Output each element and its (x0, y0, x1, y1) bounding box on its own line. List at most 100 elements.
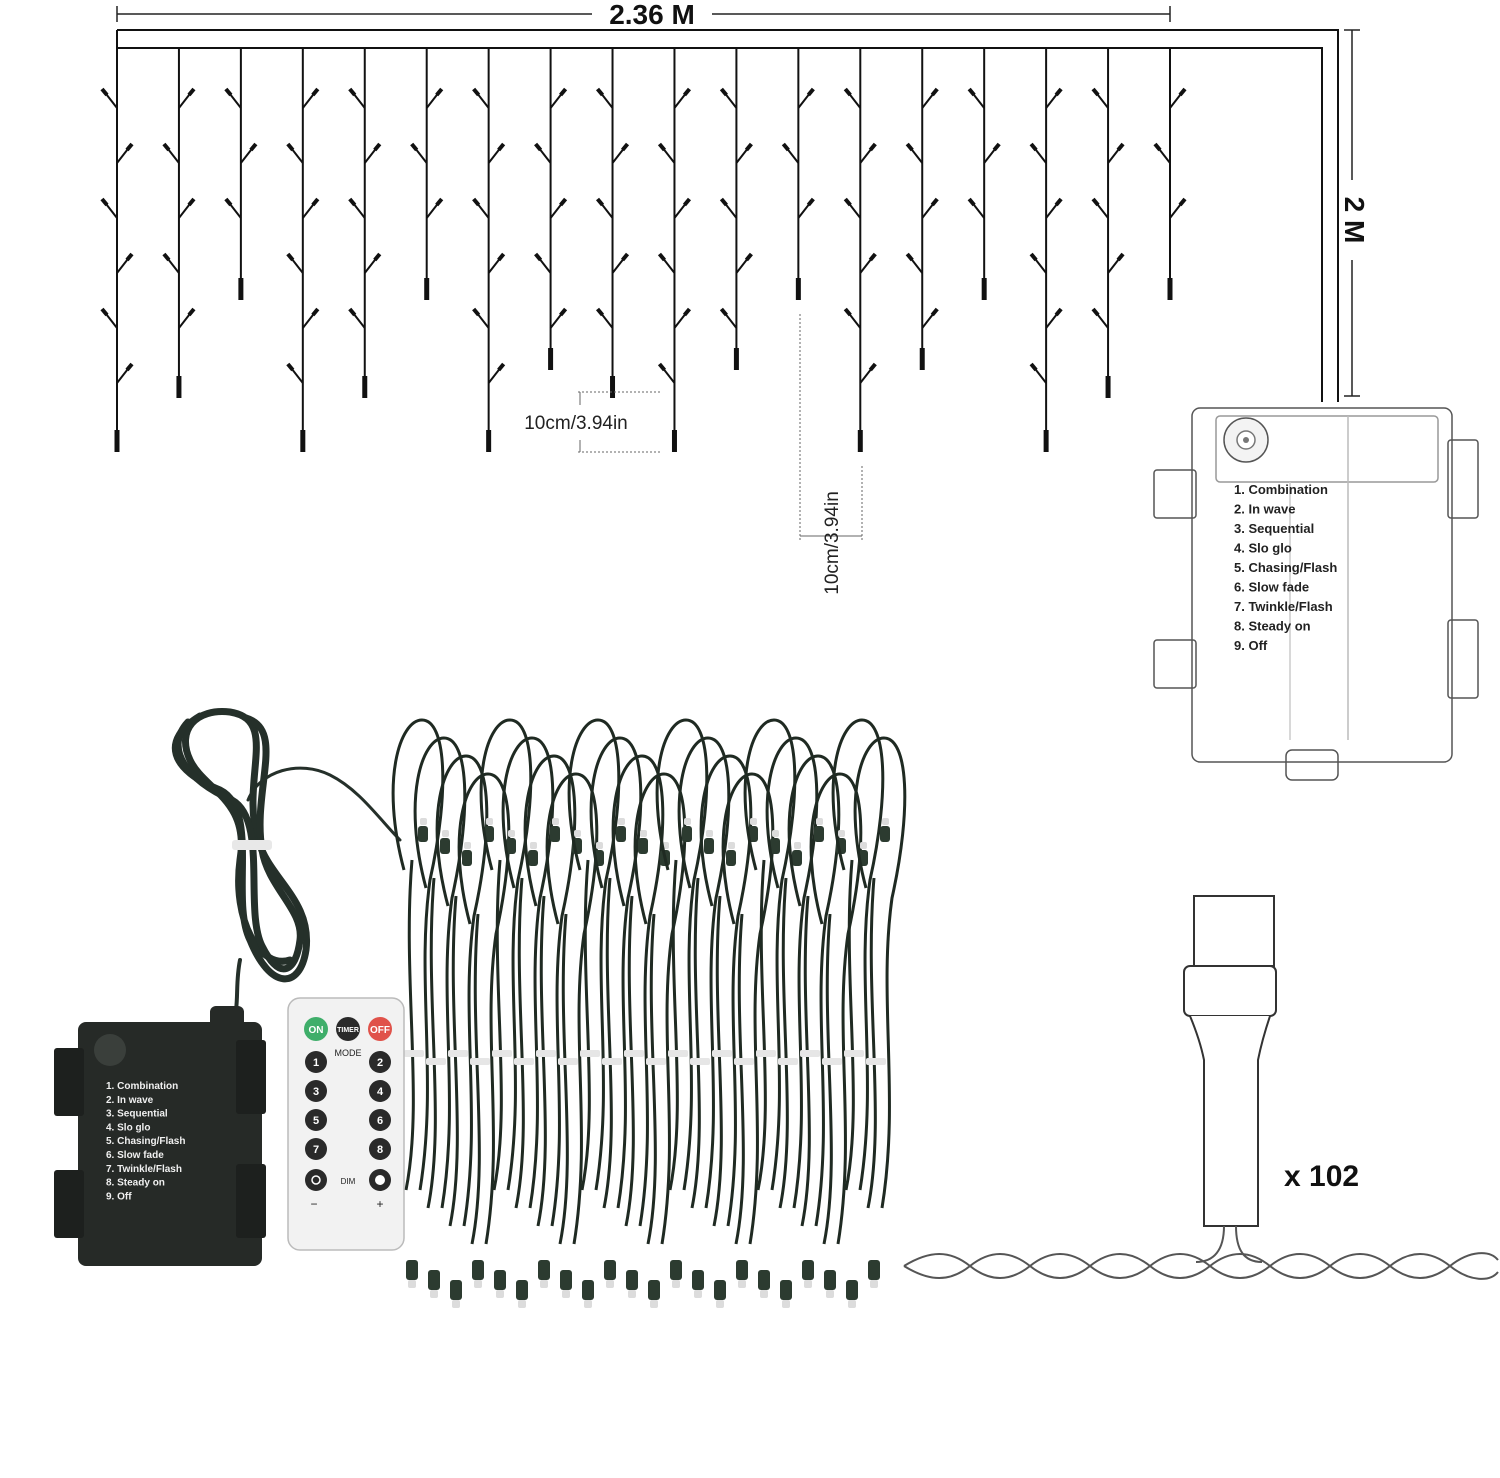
led-bulb-detail (903, 895, 1499, 1280)
battery-box-mode-list: 1. Combination 2. In wave 3. Sequential 4. … (1234, 482, 1337, 653)
power-button-icon (1223, 417, 1269, 463)
icicle-curtain-diagram: 2.36 M 2 M 10cm/3.94in (100, 0, 1370, 595)
box-mode-item: 4. Slo glo (1234, 541, 1292, 556)
icicle-drop (286, 48, 320, 452)
remote-mode-label: MODE (335, 1048, 362, 1058)
svg-text:7: 7 (313, 1144, 319, 1156)
remote-key-7: 7 (305, 1138, 327, 1160)
icicle-drop (905, 48, 939, 370)
led-strand (523, 754, 577, 1288)
led-strand (831, 718, 885, 1308)
svg-text:2: 2 (377, 1057, 383, 1069)
icicle-drop (534, 48, 568, 370)
photo-mode-item: 7. Twinkle/Flash (106, 1164, 182, 1175)
box-mode-item: 2. In wave (1234, 502, 1295, 517)
remote-key-2: 2 (369, 1051, 391, 1073)
remote-dim-minus-icon (305, 1169, 327, 1191)
icicle-drop (595, 48, 630, 398)
icicle-drop (1091, 48, 1125, 398)
battery-box-outline: 1. Combination 2. In wave 3. Sequential 4. … (1153, 407, 1479, 781)
remote-key-8: 8 (369, 1138, 391, 1160)
icicle-drop (843, 48, 877, 452)
icicle-drop (100, 48, 134, 452)
spacing-callout-horizontal (578, 391, 660, 453)
led-strand (391, 718, 445, 1288)
icicle-drop (1153, 48, 1187, 300)
photo-mode-item: 8. Steady on (106, 1178, 165, 1189)
battery-box-photo-modes: 1. Combination 2. In wave 3. Sequential 4. … (106, 1081, 185, 1202)
led-count-label: x 102 (1284, 1160, 1359, 1193)
icicle-drop (657, 48, 692, 452)
remote-off-button: OFF (368, 1017, 392, 1041)
led-strand (567, 718, 621, 1308)
spacing-label-vertical: 10cm/3.94in (822, 491, 843, 595)
led-strand (853, 736, 907, 1288)
lead-wire-coil (171, 708, 402, 1012)
svg-text:OFF: OFF (370, 1025, 390, 1036)
led-strand (413, 736, 467, 1298)
box-mode-item: 5. Chasing/Flash (1234, 560, 1337, 575)
svg-text:1: 1 (313, 1057, 319, 1069)
cable-tie (232, 840, 272, 850)
spacing-callout-vertical (799, 314, 863, 540)
led-strand (611, 754, 665, 1298)
svg-text:3: 3 (313, 1086, 319, 1098)
remote-timer-button: TIMER (336, 1017, 360, 1041)
led-wire-twist (903, 1252, 1499, 1280)
remote-dim-plus-icon (369, 1169, 391, 1191)
icicle-drop (781, 48, 815, 300)
box-mode-item: 9. Off (1234, 638, 1268, 653)
remote-key-4: 4 (369, 1080, 391, 1102)
led-wire-bundle (391, 718, 907, 1308)
photo-mode-item: 4. Slo glo (106, 1122, 150, 1133)
top-wire-bar (116, 29, 1339, 402)
remote-plus-label: + (376, 1197, 383, 1211)
icicle-drop (1029, 48, 1063, 452)
led-strand (787, 754, 841, 1288)
photo-mode-item: 6. Slow fade (106, 1150, 164, 1161)
svg-text:TIMER: TIMER (337, 1027, 359, 1034)
battery-button-icon (94, 1034, 126, 1066)
svg-text:6: 6 (377, 1115, 383, 1127)
photo-mode-item: 9. Off (106, 1191, 132, 1202)
box-mode-item: 7. Twinkle/Flash (1234, 599, 1333, 614)
remote-key-6: 6 (369, 1109, 391, 1131)
remote-key-3: 3 (305, 1080, 327, 1102)
svg-text:ON: ON (309, 1025, 324, 1036)
icicle-drop (410, 48, 444, 300)
icicle-drop (472, 48, 506, 452)
led-strand (655, 718, 709, 1288)
remote-number-keys: 1 2 3 4 5 6 7 8 (305, 1051, 391, 1160)
led-bulb-icon (1193, 895, 1275, 967)
led-strand (743, 718, 797, 1298)
remote-key-1: 1 (305, 1051, 327, 1073)
svg-text:8: 8 (377, 1144, 383, 1156)
led-strand (479, 718, 533, 1298)
icicle-drops (100, 48, 1187, 452)
led-strand (589, 736, 643, 1288)
width-dimension (116, 6, 1171, 22)
box-mode-item: 1. Combination (1234, 482, 1328, 497)
led-strand (765, 736, 819, 1308)
box-mode-item: 3. Sequential (1234, 521, 1314, 536)
width-label: 2.36 M (609, 0, 695, 30)
box-mode-item: 8. Steady on (1234, 619, 1311, 634)
photo-mode-item: 1. Combination (106, 1081, 178, 1092)
icicle-drop (348, 48, 382, 398)
icicle-drop (162, 48, 196, 398)
spacing-label-horizontal: 10cm/3.94in (524, 413, 628, 434)
height-dimension (1344, 29, 1360, 397)
photo-mode-item: 5. Chasing/Flash (106, 1136, 185, 1147)
photo-mode-item: 2. In wave (106, 1095, 154, 1106)
height-label: 2 M (1339, 197, 1370, 244)
remote-key-5: 5 (305, 1109, 327, 1131)
photo-mode-item: 3. Sequential (106, 1109, 168, 1120)
icicle-drop (719, 48, 753, 370)
svg-text:5: 5 (313, 1115, 319, 1127)
icicle-drop (224, 48, 258, 300)
svg-text:4: 4 (377, 1086, 384, 1098)
led-strand (633, 772, 687, 1308)
remote-on-button: ON (304, 1017, 328, 1041)
